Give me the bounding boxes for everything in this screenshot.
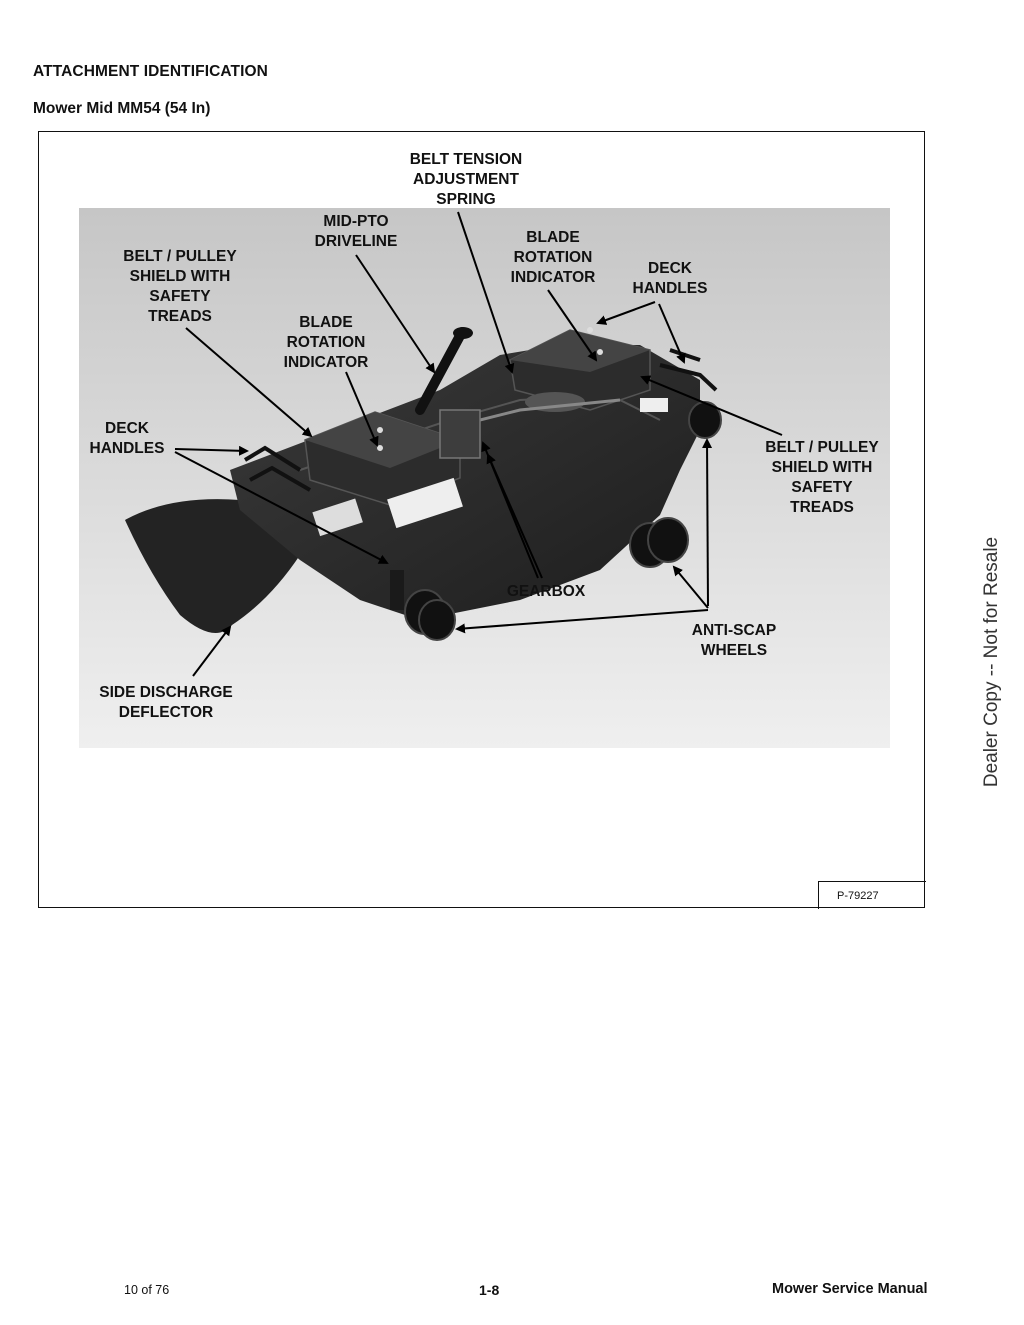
arrow-anti-scap-front <box>455 609 709 634</box>
callout-blade-rotation-right: BLADE ROTATION INDICATOR <box>510 229 596 286</box>
callout-gearbox: GEARBOX <box>506 583 586 600</box>
arrow-belt-tension <box>457 211 515 374</box>
dealer-copy-watermark: Dealer Copy -- Not for Resale <box>981 536 1002 788</box>
callout-deck-handles-left: DECK HANDLES <box>89 420 165 457</box>
arrow-deck-handles-left-b <box>174 451 389 564</box>
gearbox <box>439 409 481 459</box>
footer-page-count: 10 of 76 <box>124 1283 170 1297</box>
arrow-blade-rotation-left <box>345 371 379 447</box>
arrow-deck-handles-left-a <box>174 445 249 456</box>
subsection-title: Mower Mid MM54 (54 In) <box>33 100 211 117</box>
figure-id: P-79227 <box>818 881 926 909</box>
anti-scap-wheel-rear <box>688 401 722 439</box>
callout-deck-handles-right: DECK HANDLES <box>632 260 708 297</box>
callout-belt-tension: BELT TENSION ADJUSTMENT SPRING <box>409 151 523 208</box>
left-deck-handles <box>243 445 312 492</box>
arrow-deck-handles-right-a <box>596 301 656 325</box>
anti-scap-wheel-front <box>404 589 456 641</box>
arrow-anti-scap-mid <box>672 565 709 609</box>
callout-blade-rotation-left: BLADE ROTATION INDICATOR <box>283 314 369 371</box>
arrow-deck-handles-right-b <box>658 303 686 364</box>
callout-side-discharge: SIDE DISCHARGE DEFLECTOR <box>99 684 233 721</box>
arrow-gearbox-b <box>486 453 543 579</box>
callout-anti-scap: ANTI-SCAP WHEELS <box>691 622 777 659</box>
callout-mid-pto: MID-PTO DRIVELINE <box>314 213 398 250</box>
arrow-mid-pto <box>355 254 436 374</box>
arrow-belt-pulley-left <box>185 327 313 438</box>
section-title: ATTACHMENT IDENTIFICATION <box>33 63 268 80</box>
arrow-blade-rotation-right <box>547 289 598 362</box>
footer-manual-title: Mower Service Manual <box>772 1281 928 1297</box>
footer-page-number: 1-8 <box>479 1282 500 1298</box>
arrow-anti-scap-rear <box>702 438 713 607</box>
arrow-side-discharge <box>192 625 232 677</box>
mid-pto-driveline <box>415 327 467 415</box>
side-discharge-deflector <box>125 499 300 633</box>
callout-belt-pulley-left: BELT / PULLEY SHIELD WITH SAFETY TREADS <box>123 248 237 325</box>
anti-scap-wheel-mid <box>629 517 689 568</box>
arrow-belt-pulley-right <box>640 375 783 436</box>
callout-belt-pulley-right: BELT / PULLEY SHIELD WITH SAFETY TREADS <box>765 439 879 516</box>
mower-deck-body <box>230 345 700 620</box>
figure-frame <box>38 131 925 908</box>
